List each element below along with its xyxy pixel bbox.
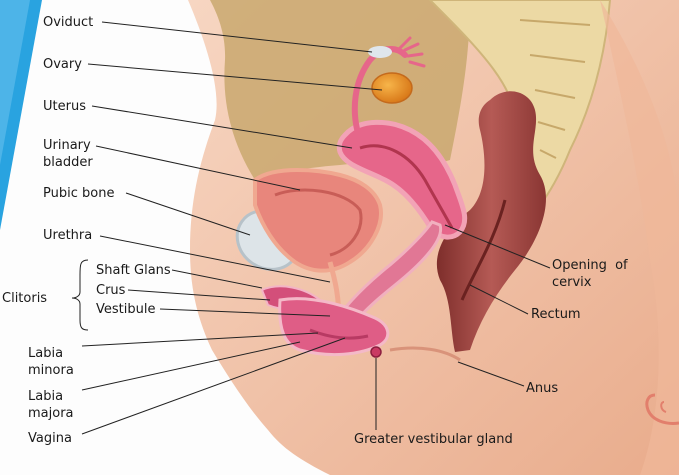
label-shaft-glans: Shaft Glans [96, 263, 171, 278]
rectum [436, 91, 546, 353]
accent-bar-shadow [0, 0, 30, 165]
leader-oviduct [101, 21, 373, 53]
uterus [336, 119, 468, 240]
label-rectum: Rectum [531, 307, 581, 322]
label-vestibule: Vestibule [96, 302, 156, 317]
leader-rectum [469, 284, 529, 315]
leader-vestibule [159, 308, 331, 317]
label-opening-of-cervix: Opening of cervix [552, 258, 628, 290]
sacral-vertebrae [519, 19, 591, 159]
leader-vagina [81, 337, 346, 435]
leader-uterus [91, 105, 353, 149]
label-greater-vestibular-gland: Greater vestibular gland [354, 432, 513, 447]
label-uterus: Uterus [43, 99, 86, 114]
ovarian-ligament [368, 46, 392, 58]
buttock-fold [600, 0, 679, 475]
leader-urinary-bladder [95, 145, 301, 191]
leader-lines [71, 21, 551, 435]
labia-minora-shape [309, 328, 369, 340]
label-oviduct: Oviduct [43, 15, 94, 30]
ovary [371, 72, 413, 104]
leader-anus [457, 361, 525, 387]
label-ovary: Ovary [43, 57, 82, 72]
label-labia-majora: Labia majora [28, 389, 74, 421]
leader-ovary [87, 63, 383, 91]
perineum [389, 346, 461, 362]
label-labia-minora: Labia minora [28, 346, 74, 378]
label-anus: Anus [526, 381, 559, 396]
leader-shaft-glans [171, 269, 263, 289]
clitoris-brace [71, 259, 89, 331]
leader-labia-majora [81, 341, 301, 391]
fimbriae [398, 36, 426, 68]
label-pubic-bone: Pubic bone [43, 186, 115, 201]
label-urinary-bladder: Urinary bladder [43, 138, 93, 170]
label-vagina: Vagina [28, 431, 72, 446]
label-clitoris: Clitoris [2, 291, 48, 306]
leader-crus [127, 289, 271, 301]
label-urethra: Urethra [43, 228, 93, 243]
leader-pubic-bone [125, 192, 251, 236]
vulva [278, 297, 390, 357]
rectum-lumen [460, 199, 507, 301]
oviduct [351, 46, 408, 143]
leader-urethra [99, 235, 331, 283]
corner-diagram-fragment [645, 393, 679, 425]
leader-opening-cervix [444, 224, 551, 269]
leader-labia-minora [81, 332, 319, 347]
uterine-cavity [359, 144, 454, 229]
greater-vestibular-gland [370, 346, 382, 358]
label-crus: Crus [96, 283, 126, 298]
